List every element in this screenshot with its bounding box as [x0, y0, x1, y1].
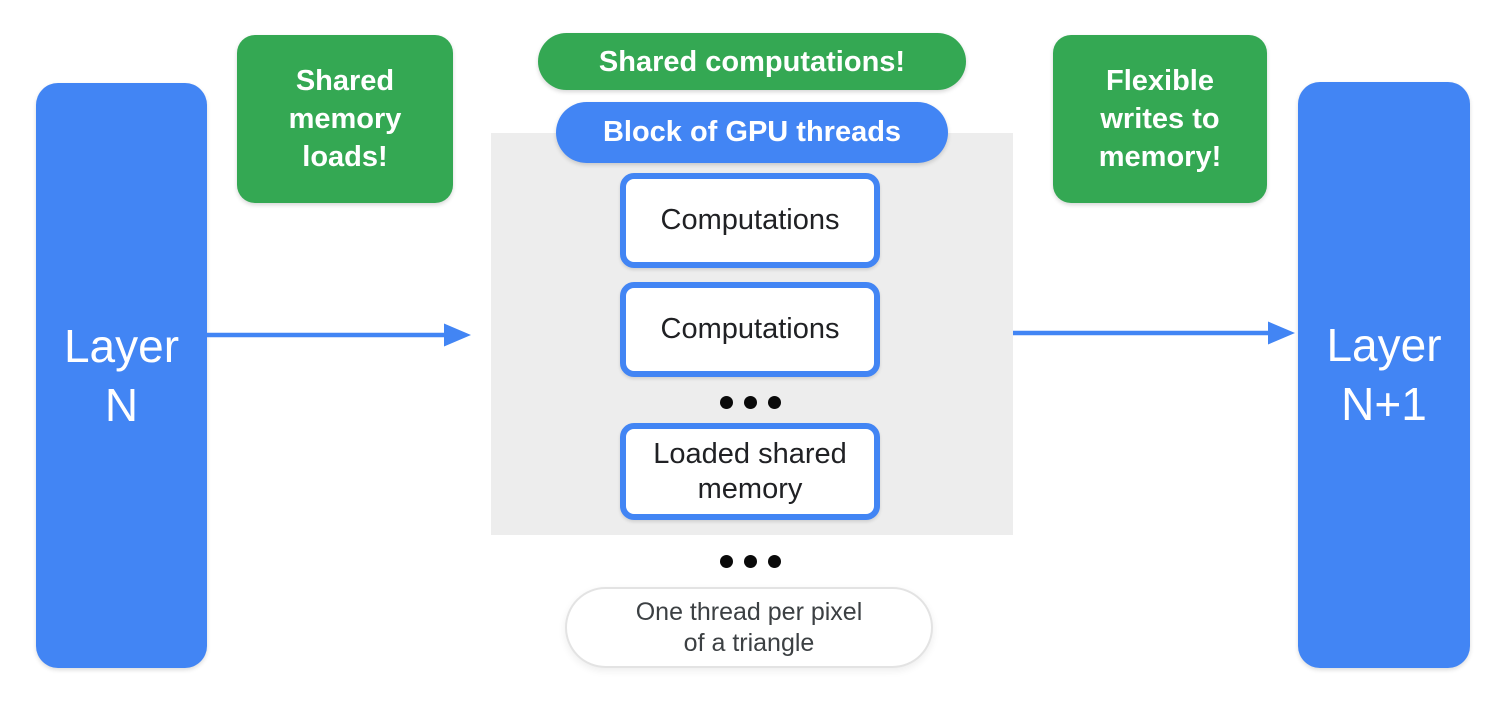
- computations-box-1: Computations: [620, 173, 880, 268]
- footnote-pill: One thread per pixel of a triangle: [565, 587, 933, 668]
- dot-icon: [719, 396, 733, 409]
- callout-shared-computations: Shared computations!: [538, 33, 966, 90]
- gpu-block-label: Block of GPU threads: [602, 116, 902, 148]
- loaded-shared-memory-label: Loaded shared memory: [653, 437, 847, 505]
- layer-n-plus-1-label: Layer N+1: [1326, 319, 1442, 430]
- footnote-label: One thread per pixel of a triangle: [635, 597, 863, 657]
- ellipsis-dots-icon: [620, 396, 880, 409]
- callout-flexible-writes: Flexible writes to memory!: [1053, 35, 1267, 203]
- callout-shared-memory-loads: Shared memory loads!: [237, 35, 453, 203]
- arrow-right-icon: [207, 323, 471, 347]
- dot-icon: [743, 555, 757, 568]
- computations-box-2: Computations: [620, 282, 880, 377]
- callout-shared-computations-label: Shared computations!: [598, 45, 906, 78]
- layer-n-box: Layer N: [36, 83, 207, 668]
- dot-icon: [719, 555, 733, 568]
- gpu-block-label-pill: Block of GPU threads: [556, 102, 948, 163]
- layer-n-plus-1-box: Layer N+1: [1298, 82, 1470, 668]
- layer-n-label: Layer N: [63, 319, 180, 431]
- callout-flexible-writes-label: Flexible writes to memory!: [1098, 65, 1222, 173]
- loaded-shared-memory-box: Loaded shared memory: [620, 423, 880, 520]
- ellipsis-dots-icon: [620, 555, 880, 568]
- dot-icon: [767, 396, 781, 409]
- computations-box-1-label: Computations: [660, 204, 840, 236]
- dot-icon: [767, 555, 781, 568]
- callout-shared-memory-loads-label: Shared memory loads!: [288, 65, 402, 173]
- computations-box-2-label: Computations: [660, 313, 840, 345]
- arrow-right-icon: [1013, 321, 1295, 345]
- dot-icon: [743, 396, 757, 409]
